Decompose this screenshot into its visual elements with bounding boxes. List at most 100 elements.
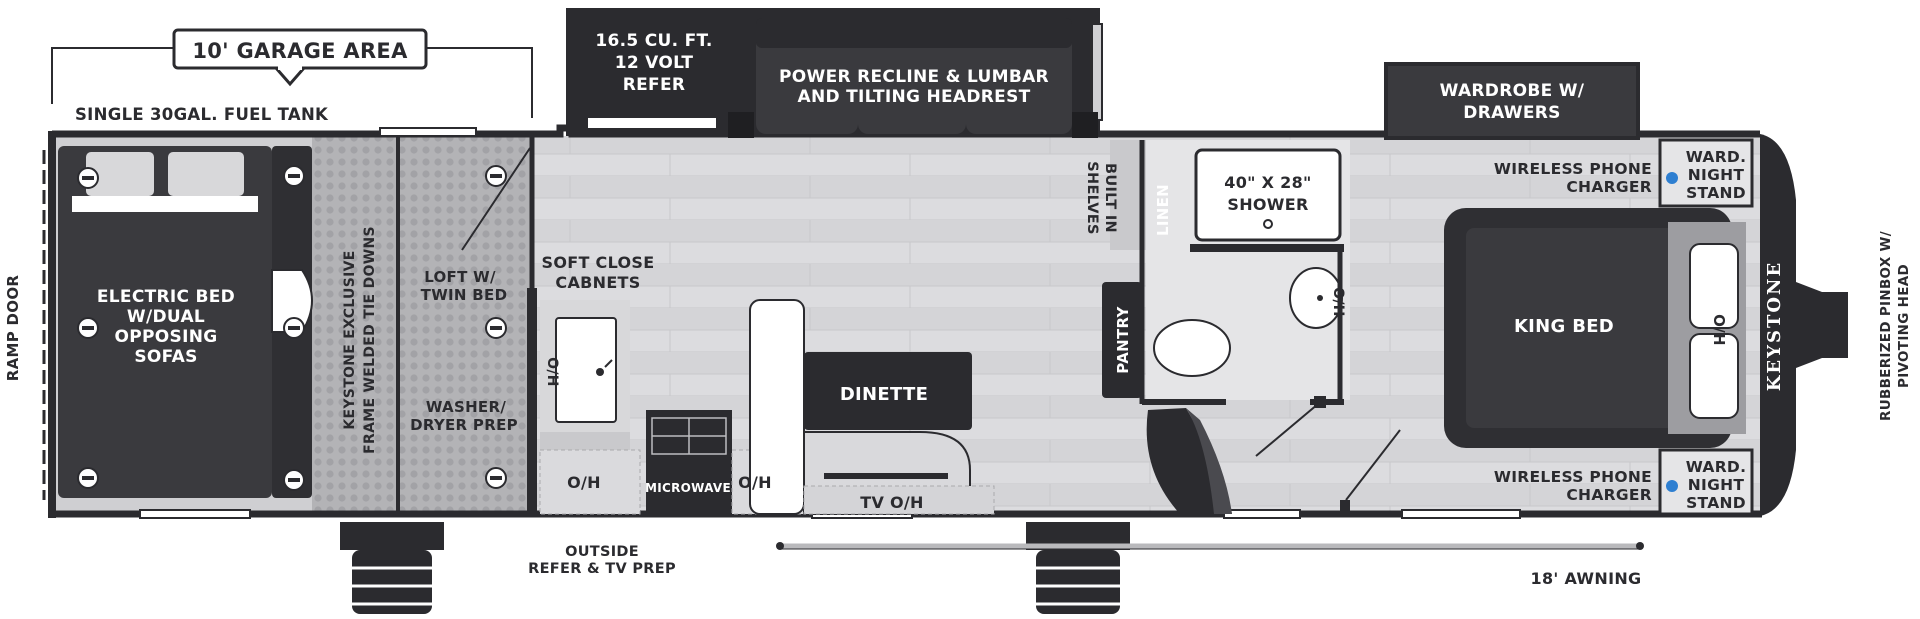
pantry <box>1102 282 1142 398</box>
recliner-back <box>756 18 1072 48</box>
slide-rail <box>1091 23 1103 121</box>
shower-label: SHOWER <box>1227 195 1308 214</box>
front-wheels <box>1026 522 1130 614</box>
shelves-label: SHELVES <box>1084 161 1100 234</box>
tv-oh-cabinet <box>803 485 995 515</box>
page-title: 10' GARAGE AREA <box>192 39 408 63</box>
recliner-middle <box>858 36 966 134</box>
loft-label: LOFT W/ <box>424 268 496 286</box>
shower-drain <box>1263 219 1273 229</box>
bedroom-door-stop <box>1340 500 1350 514</box>
nightstand-top-label: NIGHT <box>1688 166 1745 184</box>
fuel-tank-label: SINGLE 30GAL. FUEL TANK <box>75 105 329 124</box>
refer-label: 12 VOLT <box>615 53 694 73</box>
bath-oh-label: O/H <box>1330 287 1346 317</box>
soft-close-label: SOFT CLOSE <box>542 253 655 272</box>
front-cap <box>1760 134 1796 516</box>
oh-cabinet-left <box>539 449 641 515</box>
nightstand-top-label: WARD. <box>1686 148 1747 166</box>
wardrobe-label: WARDROBE W/ <box>1440 81 1585 101</box>
bed-pillow <box>1689 243 1739 329</box>
bed-oh-label: O/H <box>1710 314 1728 346</box>
refer-label: REFER <box>623 75 686 95</box>
nightstand-bottom-label: WARD. <box>1686 458 1747 476</box>
awning-end <box>776 542 784 550</box>
recline-label: AND TILTING HEADREST <box>797 87 1030 107</box>
phone-charger-top-label: CHARGER <box>1566 178 1652 196</box>
shower-label: 40" X 28" <box>1224 173 1311 192</box>
wardrobe-trim <box>1388 66 1636 136</box>
wardrobe-label: DRAWERS <box>1463 103 1560 123</box>
toilet <box>1153 319 1231 377</box>
rear-wheels <box>340 522 444 614</box>
soft-close-label: CABNETS <box>555 273 640 292</box>
bedroom-door-swing <box>1345 429 1401 501</box>
oh-right-label: O/H <box>738 473 772 492</box>
outside-refer-label: REFER & TV PREP <box>528 561 676 577</box>
loft-line <box>461 147 531 251</box>
recliner-right <box>966 36 1072 134</box>
refer-label: 16.5 CU. FT. <box>595 31 712 51</box>
electric-bed-label: SOFAS <box>134 347 197 367</box>
electric-bed-label: ELECTRIC BED <box>97 287 235 307</box>
linen-label: LINEN <box>1154 184 1172 236</box>
pinbox <box>1796 282 1848 368</box>
king-bed-label: KING BED <box>1514 316 1614 337</box>
shelves-label: BUILT IN <box>1102 163 1118 233</box>
sink-oh-label: O/H <box>544 357 560 387</box>
bath-drain <box>1317 295 1323 301</box>
king-bed-top <box>1466 228 1702 428</box>
nightstand-bottom-label: STAND <box>1686 494 1746 512</box>
entry-door-shade <box>1186 408 1232 514</box>
phone-charger-bottom-label: WIRELESS PHONE <box>1494 468 1652 486</box>
pinbox-label: PIVOTING HEAD <box>1896 264 1912 388</box>
power-block <box>728 112 754 138</box>
brand-logo: KEYSTONE <box>1764 261 1785 391</box>
shower-wall <box>1190 244 1344 252</box>
burner-grate <box>651 417 727 455</box>
sink <box>555 317 617 423</box>
washer-dryer-label: DRYER PREP <box>410 416 518 434</box>
tie-downs-label: KEYSTONE EXCLUSIVE <box>342 250 358 429</box>
nightstand-bottom <box>1658 448 1754 516</box>
loft-label: TWIN BED <box>421 286 508 304</box>
bed-pillow-right <box>168 152 244 196</box>
phone-charger-bottom-label: CHARGER <box>1566 486 1652 504</box>
outside-refer-label: OUTSIDE <box>565 544 639 560</box>
phone-charger-bottom-icon <box>1666 480 1678 492</box>
recline-label: POWER RECLINE & LUMBAR <box>779 67 1049 87</box>
sink-drain <box>596 368 604 376</box>
shower <box>1194 148 1342 242</box>
bed-pillow <box>1689 333 1739 419</box>
electric-bed-label: OPPOSING <box>115 327 218 347</box>
ramp-door-label: RAMP DOOR <box>4 275 22 382</box>
recliner-left <box>756 36 858 134</box>
tie-down-inner <box>82 174 502 482</box>
power-block <box>1072 112 1098 138</box>
refrigerator <box>570 16 730 128</box>
dinette-label: DINETTE <box>840 384 928 405</box>
tie-downs-label: FRAME WELDED TIE DOWNS <box>362 226 378 454</box>
title-box <box>172 28 428 87</box>
pantry-label: PANTRY <box>1114 305 1132 373</box>
phone-charger-top-icon <box>1666 172 1678 184</box>
tv-oh-label: TV O/H <box>860 493 924 512</box>
bath-door-swing <box>1255 403 1319 457</box>
nightstand-top-label: STAND <box>1686 184 1746 202</box>
refer-base <box>588 118 716 128</box>
phone-charger-top-label: WIRELESS PHONE <box>1494 160 1652 178</box>
loft-area-floor <box>400 136 532 514</box>
electric-bed <box>58 146 272 498</box>
awning-label: 18' AWNING <box>1531 569 1642 588</box>
pinbox-label: RUBBERIZED PINBOX W/ <box>1878 231 1894 421</box>
oh-left-label: O/H <box>567 473 601 492</box>
nightstand-bottom-label: NIGHT <box>1688 476 1745 494</box>
bed-head-band <box>72 196 258 212</box>
bed-pillow-left <box>86 152 154 196</box>
nightstand-top <box>1658 138 1754 208</box>
faucet <box>604 359 613 368</box>
awning-end <box>1636 542 1644 550</box>
electric-bed-label: W/DUAL <box>127 307 205 327</box>
microwave-label: MICROWAVE <box>645 481 731 495</box>
